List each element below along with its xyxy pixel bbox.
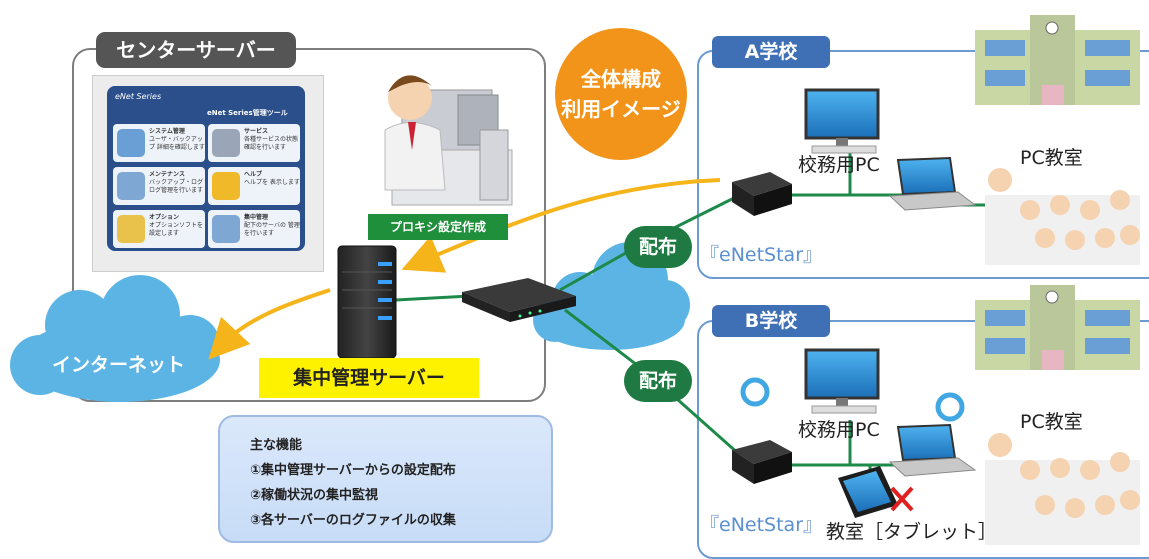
central-server-label: 集中管理サーバー [259,358,479,398]
data-flow-arrows [208,178,721,360]
network-switch [462,278,576,322]
tool-cell-option: オプションオプションソフトを 設定します [113,210,205,248]
tool-cell-desc: バックアップ・ログ ログ管理を行います [149,179,204,194]
tool-cell-help: ヘルプヘルプを 表示します [208,167,300,205]
tool-cell-maintenance: メンテナンスバックアップ・ログ ログ管理を行います [113,167,205,205]
tool-header: eNet Series管理ツール [207,109,288,117]
tool-cell-label: 集中管理 [244,214,269,221]
school-b-desktop-pc [804,348,880,414]
blocked-x-icon [890,486,914,512]
internet-cloud [10,275,220,402]
feature-item: ①集中管理サーバーからの設定配布 [250,463,456,478]
school-a-classroom-label: PC教室 [1020,147,1083,169]
system-icon [117,129,145,157]
distribute-badge-b: 配布 [624,360,692,402]
school-a-mini-server [732,172,792,216]
internet-label: インターネット [52,354,186,376]
tool-logo: eNet Series [115,92,162,101]
school-a-building [975,15,1140,105]
wrench-icon [117,172,145,200]
features-heading: 主な機能 [250,438,303,453]
overview-line1: 全体構成 [581,67,661,91]
school-b-mini-server [732,440,792,484]
school-a-laptop [888,156,977,211]
tool-cell-label: ヘルプ [244,171,263,178]
school-a-desktop-pc [804,88,880,154]
proxy-settings-label: プロキシ設定作成 [368,214,508,240]
tool-cell-label: システム管理 [149,128,185,135]
tool-cell-desc: ヘルプを 表示します [244,179,300,186]
tool-cell-service: サービス各種サービスの状態 確認を行います [208,124,300,162]
school-b-title: B学校 [712,305,830,337]
tool-cell-desc: 配下のサーバの 管理を行います [244,222,300,237]
operator-illustration [384,75,513,206]
school-b-tablet-label: 教室［タブレット］ [826,521,998,543]
distribute-badge-a: 配布 [624,226,692,268]
school-a-product-label: 『eNetStar』 [700,244,823,266]
school-b-classroom [985,433,1140,545]
service-icon [212,129,240,157]
network-icon [212,215,240,243]
features-box: 主な機能 ①集中管理サーバーからの設定配布 ②稼働状況の集中監視 ③各サーバーの… [218,415,553,543]
overview-badge: 全体構成 利用イメージ [555,28,687,160]
wifi-circle-icon [740,377,965,422]
tool-cell-system: システム管理ユーザ・バックアップ 詳細を確認します [113,124,205,162]
help-icon [212,172,240,200]
center-server-title: センターサーバー [96,32,296,68]
management-tool-screenshot: eNet Series eNet Series管理ツール システム管理ユーザ・バ… [92,75,324,272]
diagram-graphics [10,15,1140,545]
school-b-pc-label: 校務用PC [798,419,880,441]
school-a-title: A学校 [712,36,830,68]
tool-cell-label: オプション [149,214,180,221]
tool-panel: eNet Series eNet Series管理ツール システム管理ユーザ・バ… [107,86,305,251]
central-server [337,245,397,359]
school-b-product-label: 『eNetStar』 [700,514,823,536]
feature-item: ②稼働状況の集中監視 [250,488,379,503]
tool-cell-desc: 各種サービスの状態 確認を行います [244,136,299,151]
option-icon [117,215,145,243]
school-b-tablet [838,466,898,518]
tool-cell-desc: オプションソフトを 設定します [149,222,204,237]
tool-cell-label: メンテナンス [149,171,185,178]
feature-item: ③各サーバーのログファイルの収集 [250,513,456,528]
tool-cell-central: 集中管理配下のサーバの 管理を行います [208,210,300,248]
school-b-building [975,285,1140,370]
school-a-classroom [985,168,1140,265]
school-b-laptop [888,423,977,477]
tool-cell-label: サービス [244,128,269,135]
overview-line2: 利用イメージ [561,97,681,121]
school-b-classroom-label: PC教室 [1020,411,1083,433]
tool-cell-desc: ユーザ・バックアップ 詳細を確認します [149,136,205,151]
school-a-pc-label: 校務用PC [798,154,880,176]
